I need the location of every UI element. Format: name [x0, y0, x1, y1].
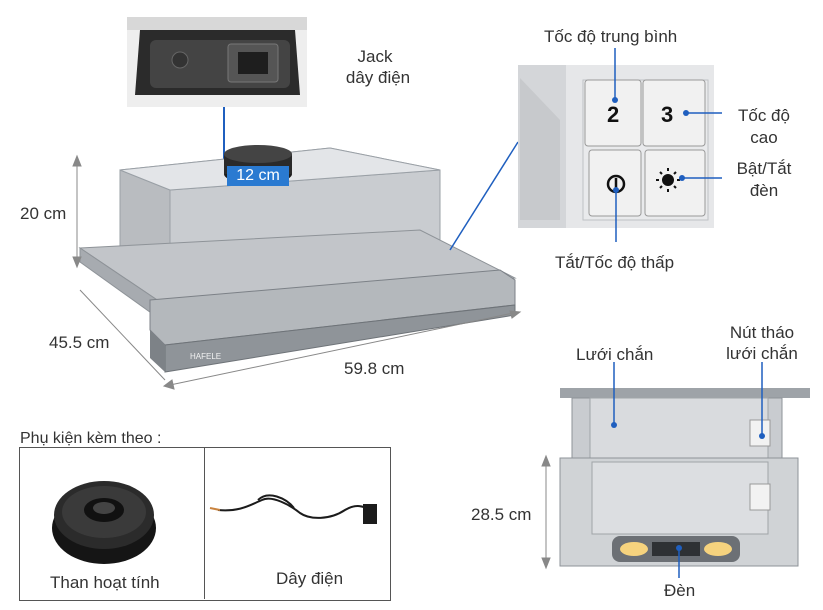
speed-2-button[interactable] — [584, 79, 642, 147]
light-icon — [656, 168, 680, 192]
filter-release-lower — [749, 483, 771, 511]
brand-logo: HAFELE — [190, 352, 221, 361]
lamp-label: Đèn — [664, 581, 696, 600]
light-toggle-label: Bật/Tắt — [736, 159, 792, 178]
accessories-title: Phụ kiện kèm theo : — [20, 430, 162, 447]
range-hood: HAFELE — [78, 145, 517, 373]
dimension-lines — [72, 154, 551, 570]
power-cord — [209, 494, 377, 524]
filter-release-upper — [749, 419, 771, 447]
jack-photo — [127, 17, 307, 107]
control-panel: 2 3 — [518, 48, 722, 242]
release-label: Nút tháo — [729, 323, 795, 342]
pipe-diameter-label: 12 cm — [227, 166, 289, 186]
charcoal-label: Than hoạt tính — [50, 573, 160, 592]
jack-label-line2: dây điện — [345, 68, 411, 87]
charcoal-filter — [52, 481, 156, 564]
light-button[interactable] — [644, 149, 706, 217]
speed-3-label: 3 — [661, 102, 673, 127]
height-20-label: 20 cm — [20, 204, 67, 223]
speed-mid-label: Tốc độ trung bình — [544, 27, 678, 46]
release-label-line2: lưới chắn — [726, 344, 798, 363]
speed-2-label: 2 — [607, 102, 619, 127]
light-toggle-label-line2: đèn — [749, 181, 779, 200]
accessories-divider — [204, 447, 205, 599]
panel-pointer-line — [449, 141, 519, 251]
depth-label: 45.5 cm — [49, 333, 110, 352]
speed-high-label-line2: cao — [750, 128, 778, 147]
jack-label: Jack — [357, 47, 393, 66]
off-low-label: Tắt/Tốc độ thấp — [555, 253, 675, 272]
height-28-label: 28.5 cm — [471, 505, 532, 524]
cord-label: Dây điện — [276, 569, 344, 588]
width-label: 59.8 cm — [344, 359, 405, 378]
filter-label: Lưới chắn — [576, 345, 654, 364]
filter-upper — [589, 397, 769, 461]
speed-high-label: Tốc độ — [738, 106, 790, 125]
filter-lower — [591, 461, 769, 535]
hood-front-view — [559, 362, 810, 578]
accessories-box — [19, 447, 391, 601]
